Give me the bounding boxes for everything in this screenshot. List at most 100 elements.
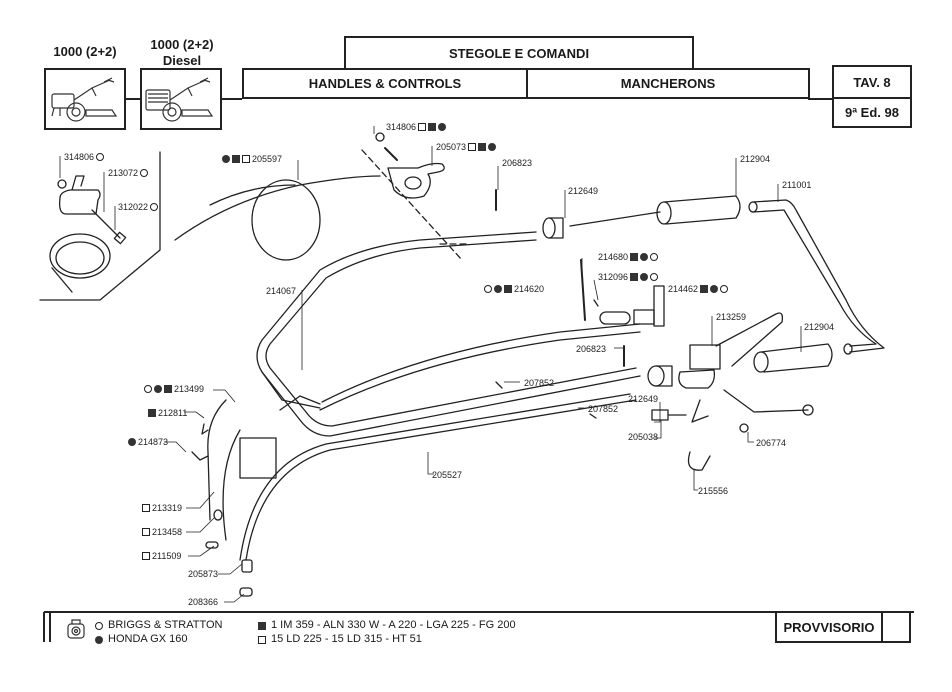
legend-item-honda: HONDA GX 160 (95, 633, 187, 646)
model-variant: Diesel (162, 53, 202, 68)
part-number: 212904 (804, 322, 835, 332)
part-number: 205597 (252, 154, 283, 164)
engine-icon (66, 618, 86, 640)
filled-circle-icon (95, 635, 103, 644)
part-number: 314806 (64, 152, 95, 162)
filled-square-icon (700, 285, 709, 293)
part-number: 206774 (756, 438, 787, 448)
legend-label: BRIGGS & STRATTON (108, 619, 223, 631)
filled-square-icon (630, 273, 639, 281)
part-label: 206823 (576, 344, 606, 354)
part-label: 214680 (598, 252, 659, 262)
open-circle-icon (720, 285, 729, 293)
part-label: 213072 (108, 168, 149, 178)
part-number: 205873 (188, 569, 219, 579)
status-blank-cell (881, 611, 911, 643)
part-label: 213319 (142, 503, 182, 513)
title-text: HANDLES & CONTROLS (308, 76, 462, 91)
part-label: 212649 (568, 186, 598, 196)
open-square-icon (418, 123, 427, 131)
part-number: 207852 (524, 378, 555, 388)
filled-square-icon (232, 155, 240, 163)
part-number: 205073 (436, 142, 467, 152)
part-number: 212649 (568, 186, 599, 196)
open-circle-icon (144, 385, 152, 393)
part-number: 213458 (152, 527, 183, 537)
legend-label: 15 LD 225 - 15 LD 315 - HT 51 (271, 633, 422, 645)
part-label: 213259 (716, 312, 746, 322)
leader-lines (59, 126, 802, 603)
filled-square-icon (428, 123, 437, 131)
title-italian: STEGOLE E COMANDI (344, 36, 694, 70)
part-label: 205073 (436, 142, 497, 152)
open-circle-icon (650, 253, 659, 261)
part-number: 206823 (502, 158, 533, 168)
edition-box: 9ª Ed. 98 (832, 97, 912, 128)
part-label: 312096 (598, 272, 659, 282)
status-text: PROVVISORIO (783, 619, 875, 635)
open-square-icon (468, 143, 477, 151)
part-label: 212904 (740, 154, 770, 164)
part-number: 215556 (698, 486, 729, 496)
part-number: 213259 (716, 312, 747, 322)
tiller-icon (51, 77, 118, 122)
open-circle-icon (150, 203, 159, 211)
part-label: 314806 (386, 122, 447, 132)
filled-square-icon (478, 143, 487, 151)
title-text: STEGOLE E COMANDI (448, 45, 590, 61)
open-square-icon (242, 155, 250, 163)
tiller-thumbnail-diesel (140, 68, 222, 130)
filled-circle-icon (494, 285, 502, 293)
filled-circle-icon (128, 438, 136, 446)
part-label: 212811 (148, 408, 187, 418)
part-number: 213072 (108, 168, 139, 178)
part-number: 205038 (628, 432, 659, 442)
part-number: 212811 (158, 408, 188, 418)
part-label: 206774 (756, 438, 786, 448)
filled-square-icon (148, 409, 156, 417)
part-label: 214462 (668, 284, 729, 294)
edition-text: 9ª Ed. 98 (845, 105, 899, 120)
cable-205597 (174, 175, 381, 261)
lever-assembly-213259 (678, 312, 814, 433)
open-square-icon (142, 528, 150, 536)
part-number: 207852 (588, 404, 619, 414)
part-number: 213319 (152, 503, 183, 513)
part-number: 211001 (782, 180, 812, 190)
legend-label: HONDA GX 160 (108, 633, 188, 645)
part-label: 205873 (188, 569, 218, 579)
part-label: 212904 (804, 322, 834, 332)
filled-circle-icon (640, 253, 649, 261)
part-label: 205038 (628, 432, 658, 442)
filled-square-icon (504, 285, 512, 293)
part-label: 207852 (588, 404, 618, 414)
tiller-icon (145, 77, 214, 122)
filled-circle-icon (154, 385, 162, 393)
model-label-1000-diesel: 1000 (2+2) Diesel (136, 37, 228, 69)
filled-circle-icon (640, 273, 649, 281)
part-number: 214067 (266, 286, 297, 296)
part-number: 214680 (598, 252, 629, 262)
title-french: MANCHERONS (526, 68, 810, 99)
open-square-icon (258, 635, 266, 644)
open-square-icon (142, 552, 150, 560)
part-number: 213499 (174, 384, 205, 394)
part-label: 208366 (188, 597, 218, 607)
filled-circle-icon (710, 285, 719, 293)
legend-label: 1 IM 359 - ALN 330 W - A 220 - LGA 225 -… (271, 619, 516, 631)
throttle-control (361, 132, 471, 261)
open-circle-icon (484, 285, 492, 293)
cable-205527 (239, 393, 637, 561)
part-label: 213458 (142, 527, 182, 537)
title-text: MANCHERONS (620, 76, 716, 91)
part-label: 214620 (484, 284, 544, 294)
open-circle-icon (96, 153, 105, 161)
open-circle-icon (140, 169, 149, 177)
open-square-icon (142, 504, 150, 512)
status-badge: PROVVISORIO (775, 611, 883, 643)
tiller-thumbnail-petrol (44, 68, 126, 130)
part-label: 211001 (782, 180, 811, 190)
filled-square-icon (630, 253, 639, 261)
part-number: 214620 (514, 284, 545, 294)
